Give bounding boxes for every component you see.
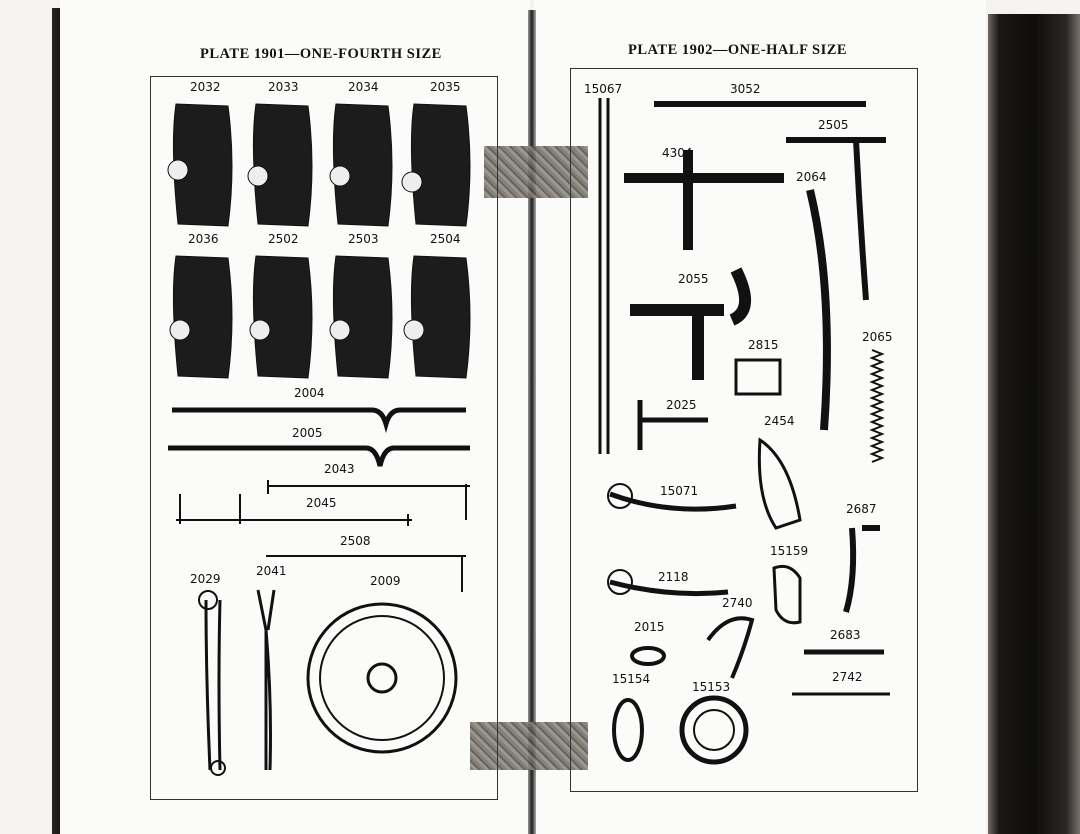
part-label: 2041 (256, 564, 287, 578)
part-label: 2005 (292, 426, 323, 440)
plate-1902-title: PLATE 1902—ONE-HALF SIZE (628, 42, 848, 58)
part-label: 2505 (818, 118, 849, 132)
part-label: 2004 (294, 386, 325, 400)
part-label: 4304 (662, 146, 693, 160)
part-label: 2064 (796, 170, 827, 184)
part-label: 2687 (846, 502, 877, 516)
part-label: 2025 (666, 398, 697, 412)
face-plate-2036 (169, 255, 233, 379)
part-label: 15067 (584, 82, 623, 96)
part-label: 2033 (268, 80, 299, 94)
part-label: 2742 (832, 670, 863, 684)
plate-1901-frame (150, 76, 498, 800)
part-label: 2118 (658, 570, 689, 584)
part-label: 2035 (430, 80, 461, 94)
part-label: 15154 (612, 672, 651, 686)
part-label: 2009 (370, 574, 401, 588)
part-label: 15071 (660, 484, 699, 498)
book-gutter (528, 10, 536, 834)
face-plate-2503 (329, 255, 393, 379)
part-label: 2740 (722, 596, 753, 610)
face-plate-2034 (329, 103, 393, 227)
part-label: 2508 (340, 534, 371, 548)
part-label: 15159 (770, 544, 809, 558)
part-label: 2055 (678, 272, 709, 286)
tape-strip-bottom (470, 722, 588, 770)
face-plate-2033 (247, 103, 313, 227)
part-label: 2065 (862, 330, 893, 344)
part-label: 2036 (188, 232, 219, 246)
part-label: 3052 (730, 82, 761, 96)
part-label: 2029 (190, 572, 221, 586)
part-label: 2815 (748, 338, 779, 352)
part-label: 2504 (430, 232, 461, 246)
part-label: 2502 (268, 232, 299, 246)
part-label: 2032 (190, 80, 221, 94)
part-label: 2034 (348, 80, 379, 94)
face-plate-2504 (403, 255, 471, 379)
part-label: 2043 (324, 462, 355, 476)
book-binding-right (988, 14, 1080, 834)
part-label: 2503 (348, 232, 379, 246)
plate-1901-title: PLATE 1901—ONE-FOURTH SIZE (200, 46, 442, 62)
plate-1902-frame (570, 68, 918, 792)
part-label: 15153 (692, 680, 731, 694)
face-plate-2502 (249, 255, 313, 379)
face-plate-2032 (167, 103, 233, 227)
part-label: 2683 (830, 628, 861, 642)
face-plate-2035 (401, 103, 471, 227)
part-label: 2045 (306, 496, 337, 510)
part-label: 2015 (634, 620, 665, 634)
part-label: 2454 (764, 414, 795, 428)
